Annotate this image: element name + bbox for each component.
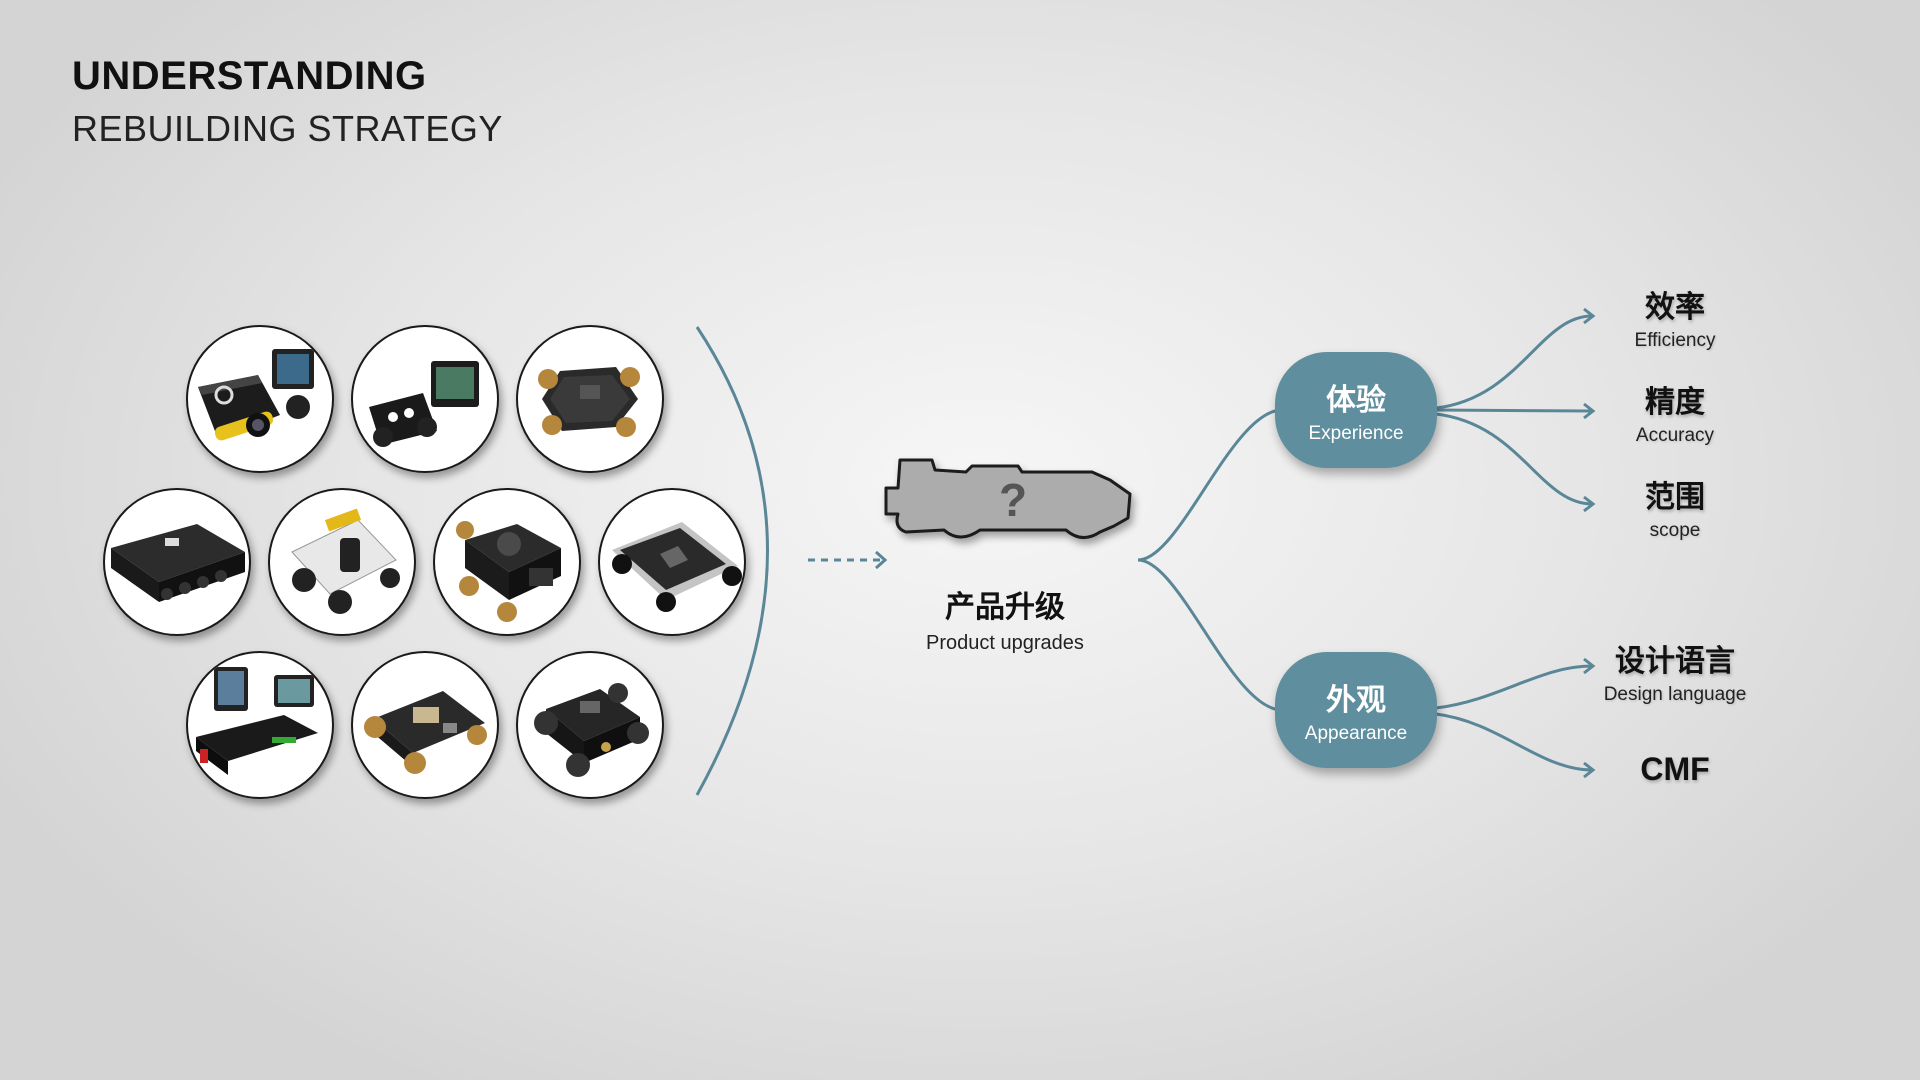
leaf-design-language-zh: 设计语言 [1615,644,1735,679]
product-upgrades-en: Product upgrades [926,632,1084,654]
robot-photo-white-explorer [268,488,416,636]
dashed-arrow-head [875,550,888,570]
leaf-accuracy-zh: 精度 [1645,385,1705,420]
branch-experience-zh: 体验 [1326,383,1386,418]
leaf-scope: 范围 scope [1565,472,1785,542]
product-upgrades-label: 产品升级 Product upgrades [900,582,1110,655]
robot-photo-silver-car [598,488,746,636]
leaf-cmf-label: CMF [1640,751,1710,787]
leaf-accuracy-en: Accuracy [1635,425,1715,446]
robot-photo-open-frame [351,651,499,799]
robot-photo-tracked-controller [186,325,334,473]
product-upgrades-zh: 产品升级 [945,590,1065,625]
leaf-design-language: 设计语言 Design language [1565,636,1785,706]
branch-appearance: 外观 Appearance [1275,652,1437,768]
robot-photo-omni-platform [433,488,581,636]
leaf-efficiency-zh: 效率 [1645,290,1705,325]
leaf-scope-zh: 范围 [1645,480,1705,515]
robot-photo-hex-omniwheel [516,325,664,473]
branch-experience-en: Experience [1308,423,1404,444]
robot-photo-lighted-controller [351,325,499,473]
product-silhouette [884,458,1132,539]
leaf-curve-cmf [1435,712,1593,772]
leaf-efficiency: 效率 Efficiency [1565,282,1785,352]
leaf-curve-accuracy [1435,408,1593,413]
branch-curve-appearance [1137,558,1283,712]
group-bracket [695,326,769,796]
leaf-scope-en: scope [1649,520,1701,541]
leaf-cmf: CMF [1565,751,1785,788]
leaf-curve-design-language [1435,664,1593,710]
robot-photo-mecanum-rover [516,651,664,799]
branch-curve-experience [1137,408,1283,562]
page-title: UNDERSTANDING [72,54,427,98]
robot-photo-controller-kit [186,651,334,799]
leaf-design-language-en: Design language [1603,684,1747,705]
robot-photo-tracked-chassis [103,488,251,636]
branch-experience: 体验 Experience [1275,352,1437,468]
leaf-curve-efficiency [1435,314,1593,410]
leaf-curve-scope [1435,412,1593,506]
leaf-accuracy: 精度 Accuracy [1565,377,1785,447]
question-mark: ? [999,474,1027,526]
branch-appearance-en: Appearance [1304,723,1408,744]
branch-appearance-zh: 外观 [1326,683,1386,718]
leaf-efficiency-en: Efficiency [1634,330,1716,351]
page-subtitle: REBUILDING STRATEGY [72,108,503,149]
